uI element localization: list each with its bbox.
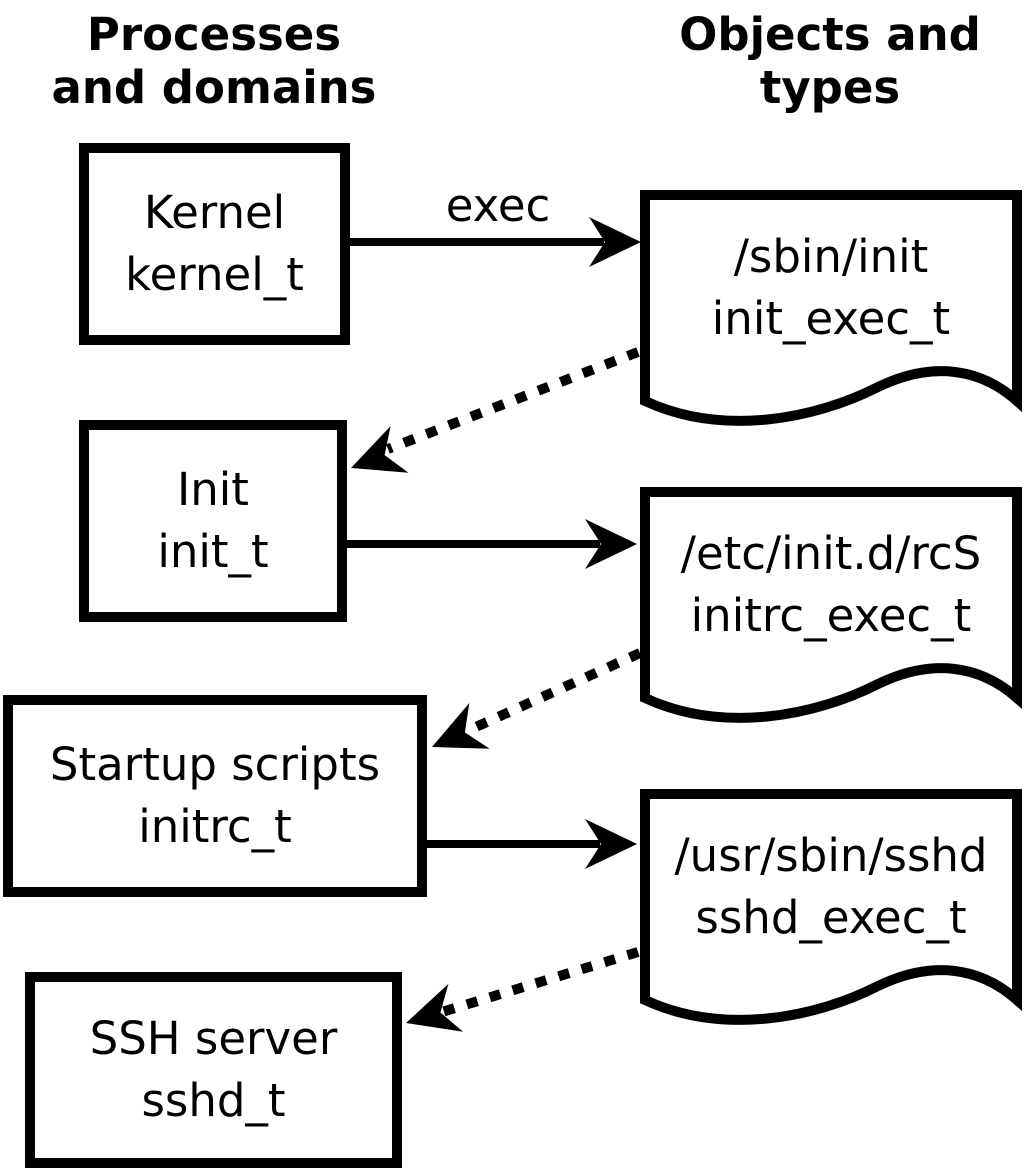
process-name: Kernel xyxy=(143,186,286,239)
domain-type: sshd_t xyxy=(141,1074,286,1127)
dotted-arrow-initrc-exec-to-initrc xyxy=(432,648,643,749)
solid-arrow-initrc-to-sshd-exec xyxy=(427,819,637,869)
object-type: initrc_exec_t xyxy=(690,589,972,642)
solid-arrow-kernel-to-init-exec xyxy=(349,217,641,267)
left-column-header-line2: and domains xyxy=(51,61,377,114)
arrowhead-icon xyxy=(432,703,490,749)
dotted-arrow-sshd-exec-to-sshd xyxy=(406,947,640,1032)
arrowhead-icon xyxy=(589,217,641,267)
left-column-header: Processes and domains xyxy=(0,8,428,114)
dotted-arrow-init-exec-to-init xyxy=(351,347,640,473)
process-box-kernel: Kernel kernel_t xyxy=(79,143,350,345)
right-column-header-line1: Objects and xyxy=(679,8,981,61)
process-name: Startup scripts xyxy=(49,738,381,791)
process-name: Init xyxy=(177,463,249,516)
document-shape-etc-initd-rcs xyxy=(640,487,1022,723)
object-label-etc-initd-rcs: /etc/init.d/rcS initrc_exec_t xyxy=(645,487,1017,683)
document-shape-sbin-init xyxy=(640,190,1022,426)
object-path: /usr/sbin/sshd xyxy=(674,829,988,882)
object-path: /etc/init.d/rcS xyxy=(680,527,982,580)
object-label-sbin-init: /sbin/init init_exec_t xyxy=(645,190,1017,386)
domain-type: init_t xyxy=(157,525,269,578)
arrowhead-icon xyxy=(351,426,409,473)
right-column-header: Objects and types xyxy=(632,8,1024,114)
solid-arrow-init-to-initrc-exec xyxy=(347,519,637,569)
process-box-ssh-server: SSH server sshd_t xyxy=(25,972,402,1168)
domain-type: kernel_t xyxy=(125,248,304,301)
right-column-header-line2: types xyxy=(759,61,901,114)
object-label-usr-sbin-sshd: /usr/sbin/sshd sshd_exec_t xyxy=(645,789,1017,985)
arrowhead-icon xyxy=(585,519,637,569)
edge-label-exec: exec xyxy=(445,179,551,232)
arrowhead-icon xyxy=(406,983,464,1032)
domain-type: initrc_t xyxy=(138,800,292,853)
object-type: sshd_exec_t xyxy=(695,891,967,944)
left-column-header-line1: Processes xyxy=(86,8,342,61)
document-shape-usr-sbin-sshd xyxy=(640,789,1022,1025)
arrowhead-icon xyxy=(585,819,637,869)
object-type: init_exec_t xyxy=(711,292,951,345)
object-path: /sbin/init xyxy=(733,230,929,283)
process-name: SSH server xyxy=(89,1012,338,1065)
process-box-startup-scripts: Startup scripts initrc_t xyxy=(3,695,427,897)
process-box-init: Init init_t xyxy=(79,420,347,622)
